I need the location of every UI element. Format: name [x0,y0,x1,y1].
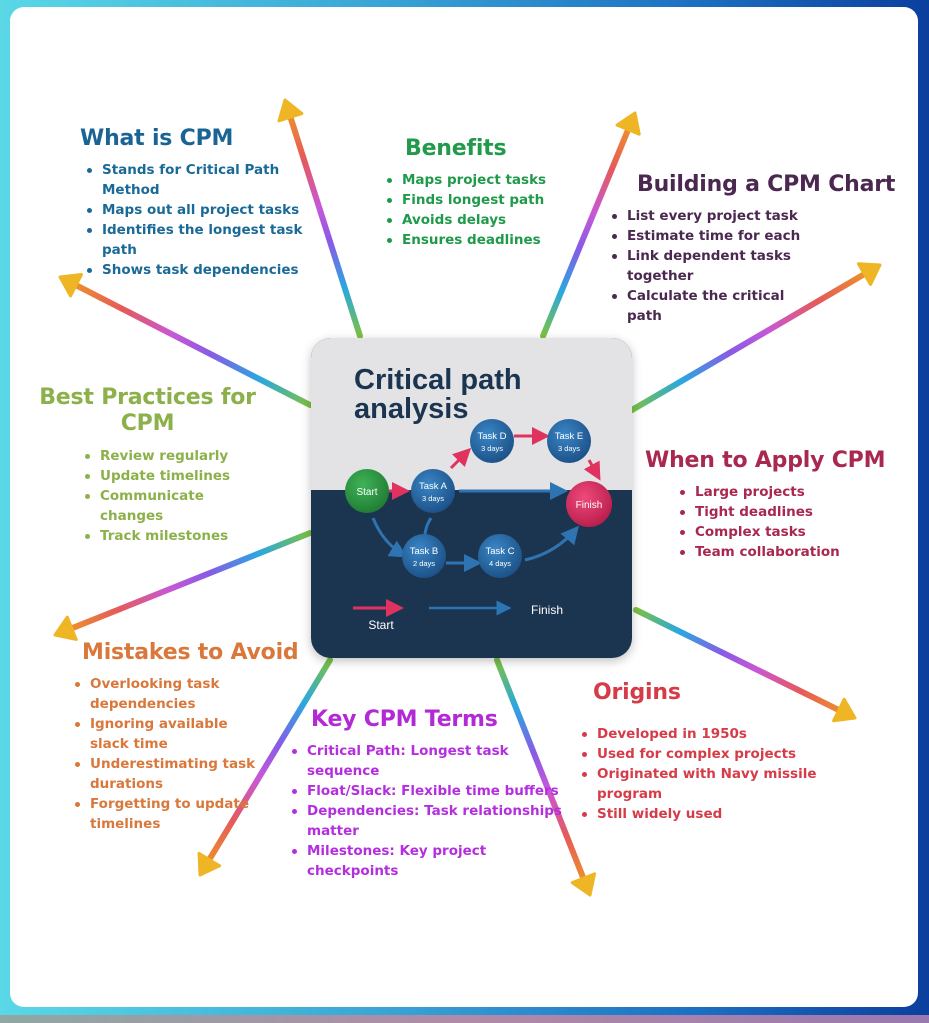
node-task-b: Task B 2 days [402,534,446,578]
node-name: Task B [410,546,439,557]
list-item: Maps project tasks [386,172,547,189]
list-item: Ignoring available slack time [75,714,260,754]
node-name: Task D [477,431,506,442]
list-item: Link dependent tasks together [612,246,817,286]
list-item: Communicate changes [85,486,260,526]
edge-c-to-finish [524,525,579,562]
node-duration: 3 days [422,494,444,503]
list-item: Team collaboration [679,542,885,562]
card-top-panel [311,338,632,490]
section-title: Benefits [405,136,507,161]
section-title: Best Practices for CPM [39,385,256,437]
bullet-list: List every project task Estimate time fo… [605,206,817,326]
section-title: Origins [593,680,681,705]
list-item: Estimate time for each [612,226,817,246]
list-item: Developed in 1950s [582,724,817,744]
section-mistakes-to-avoid: Mistakes to Avoid Overlooking task depen… [68,640,299,834]
bullet-list: Overlooking task dependencies Ignoring a… [68,674,260,834]
section-best-practices: Best Practices for CPM Review regularly … [30,385,265,546]
list-item: Milestones: Key project checkpoints [292,841,577,881]
list-item: Finds longest path [386,192,545,209]
card-title-line1: Critical path [354,364,522,396]
section-key-cpm-terms: Key CPM Terms Critical Path: Longest tas… [285,707,577,881]
card-title: Critical path analysis [354,366,554,424]
bullet-list: Developed in 1950s Used for complex proj… [575,724,817,824]
node-start-label: Start [356,487,377,498]
bullet-list: Critical Path: Longest task sequence Flo… [285,741,577,881]
node-start: Start [345,469,389,513]
edge-e-to-finish [583,459,601,481]
node-task-e: Task E 3 days [547,419,591,463]
network-diagram: Start Task A 3 days Task D 3 days Task E… [345,419,612,632]
list-item: Forgetting to update timelines [75,794,260,834]
list-item: Used for complex projects [582,744,817,764]
node-duration: 4 days [489,559,511,568]
critical-path-card: Critical path analysis [311,338,632,658]
list-item: Stands for Critical Path Method [87,160,322,200]
edge-a-to-d [449,447,472,470]
list-item: Ensures deadlines [386,230,546,250]
list-item: Critical Path: Longest task sequence [292,741,577,781]
list-item: Update timelines [85,466,260,486]
bullet-list: Stands for Critical Path Method Maps out… [80,160,322,280]
legend-finish-label: Finish [531,603,563,617]
bullet-list: Review regularly Update timelines Commun… [78,446,260,546]
list-item: Complex tasks [679,522,885,542]
node-duration: 3 days [481,444,503,453]
list-item: Underestimating task durations [75,754,260,794]
node-duration: 3 days [558,444,580,453]
list-item: List every project task [612,206,817,226]
node-name: Task A [419,481,448,492]
list-item: Calculate the critical path [612,286,817,326]
card-title-line2: analysis [354,393,469,425]
section-title: Mistakes to Avoid [82,640,299,665]
node-finish: Finish [566,481,612,527]
list-item: Shows task dependencies [87,260,322,280]
bottom-strip [0,1015,929,1023]
section-title: When to Apply CPM [645,448,886,473]
bullet-list: Maps project tasks Finds longest path Av… [380,170,546,250]
section-building-cpm-chart: Building a CPM Chart List every project … [605,172,895,326]
list-item: Track milestones [85,526,260,546]
list-item: Identifies the longest task path [87,220,322,260]
node-duration: 2 days [413,559,435,568]
list-item: Float/Slack: Flexible time buffers [292,781,577,801]
edge-start-to-b [371,517,408,558]
bullet-list: Large projects Tight deadlines Complex t… [673,482,885,562]
section-origins: Origins Developed in 1950s Used for comp… [575,680,817,824]
node-task-c: Task C 4 days [478,534,522,578]
node-name: Task C [485,546,514,557]
list-item: Tight deadlines [679,502,885,522]
section-benefits: Benefits Maps project tasks Finds longes… [380,136,546,250]
legend-start-label: Start [368,618,394,632]
list-item: Avoids delays [386,210,546,230]
list-item: Review regularly [85,446,260,466]
node-task-a: Task A 3 days [411,469,455,513]
section-title: Building a CPM Chart [637,172,896,197]
list-item: Originated with Navy missile program [582,766,817,803]
section-title: What is CPM [80,126,234,151]
node-name: Task E [555,431,584,442]
section-what-is-cpm: What is CPM Stands for Critical Path Met… [80,126,322,280]
section-title: Key CPM Terms [311,707,498,732]
node-finish-label: Finish [576,500,603,511]
section-when-to-apply: When to Apply CPM Large projects Tight d… [645,448,885,562]
list-item: Dependencies: Task relationships matter [292,801,577,841]
node-task-d: Task D 3 days [470,419,514,463]
list-item: Large projects [679,482,885,502]
list-item: Overlooking task dependencies [75,674,260,714]
list-item: Still widely used [582,804,817,824]
list-item: Maps out all project tasks [87,200,322,220]
